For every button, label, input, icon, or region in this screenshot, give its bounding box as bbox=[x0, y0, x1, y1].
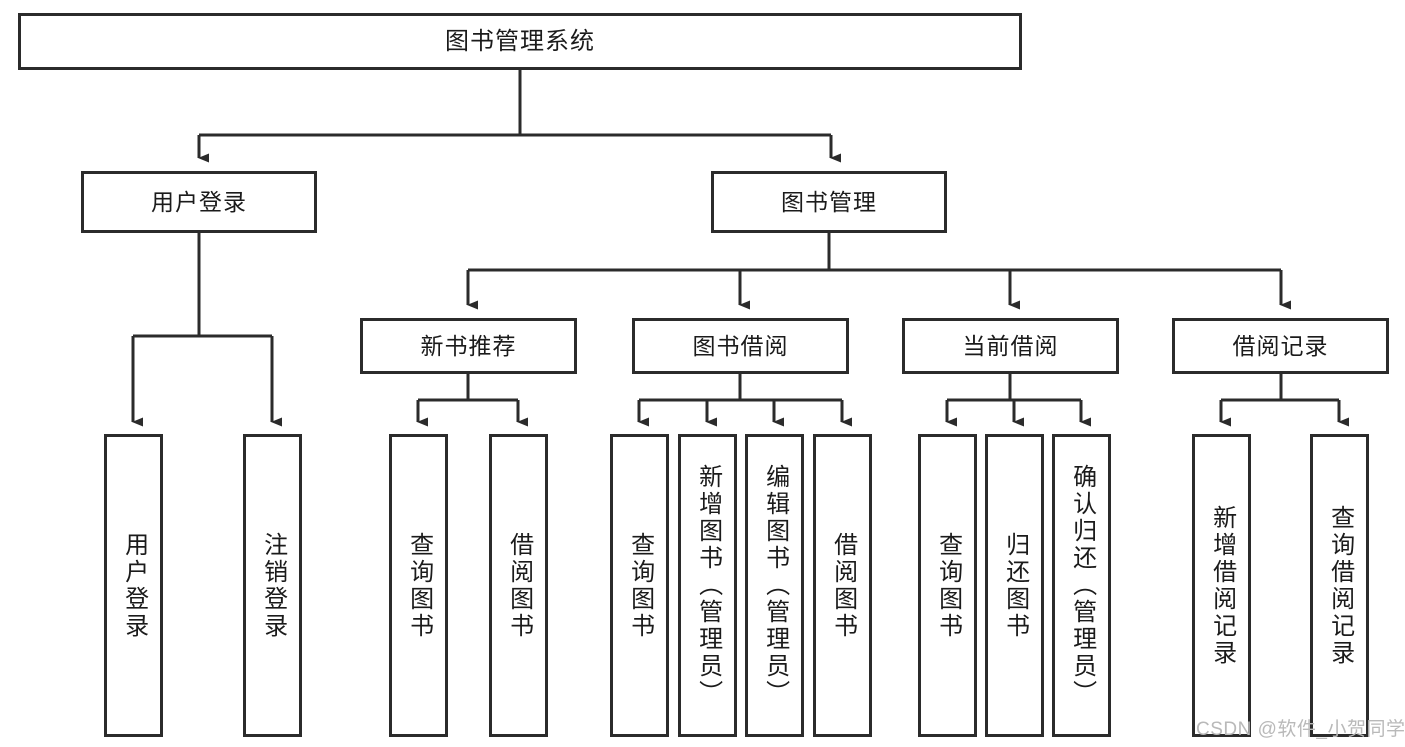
node-leaf-return-book[interactable]: 归还图书 bbox=[985, 434, 1044, 737]
node-leaf-query-record[interactable]: 查询借阅记录 bbox=[1310, 434, 1369, 737]
node-label: 图书管理系统 bbox=[445, 27, 595, 55]
node-leaf-confirm-return[interactable]: 确认归还（管理员） bbox=[1052, 434, 1111, 737]
node-root-book-management-system[interactable]: 图书管理系统 bbox=[18, 13, 1022, 70]
node-label: 注销登录 bbox=[259, 531, 287, 640]
node-label: 借阅图书 bbox=[829, 531, 857, 640]
node-leaf-add-record[interactable]: 新增借阅记录 bbox=[1192, 434, 1251, 737]
node-leaf-edit-book[interactable]: 编辑图书（管理员） bbox=[745, 434, 804, 737]
node-borrow-record[interactable]: 借阅记录 bbox=[1172, 318, 1389, 374]
node-label: 图书管理 bbox=[781, 188, 877, 215]
node-new-book-recommend[interactable]: 新书推荐 bbox=[360, 318, 577, 374]
node-leaf-borrow-book-1[interactable]: 借阅图书 bbox=[489, 434, 548, 737]
node-user-login[interactable]: 用户登录 bbox=[81, 171, 317, 233]
node-label: 查询图书 bbox=[934, 531, 962, 640]
node-label: 用户登录 bbox=[120, 531, 148, 640]
node-label: 归还图书 bbox=[1001, 531, 1029, 640]
node-label: 确认归还（管理员） bbox=[1068, 464, 1096, 707]
node-label: 新书推荐 bbox=[420, 332, 517, 359]
node-leaf-add-book[interactable]: 新增图书（管理员） bbox=[678, 434, 737, 737]
node-leaf-borrow-book-2[interactable]: 借阅图书 bbox=[813, 434, 872, 737]
node-book-borrow[interactable]: 图书借阅 bbox=[632, 318, 849, 374]
node-label: 当前借阅 bbox=[962, 332, 1059, 359]
node-label: 查询图书 bbox=[626, 531, 654, 640]
node-label: 编辑图书（管理员） bbox=[761, 464, 789, 707]
node-leaf-query-book-3[interactable]: 查询图书 bbox=[918, 434, 977, 737]
node-label: 借阅图书 bbox=[505, 531, 533, 640]
node-label: 用户登录 bbox=[151, 188, 247, 215]
node-leaf-query-book-2[interactable]: 查询图书 bbox=[610, 434, 669, 737]
node-current-borrow[interactable]: 当前借阅 bbox=[902, 318, 1119, 374]
node-leaf-user-login[interactable]: 用户登录 bbox=[104, 434, 163, 737]
node-label: 新增图书（管理员） bbox=[694, 464, 722, 707]
csdn-watermark: CSDN @软件_小贺同学 bbox=[1196, 719, 1405, 740]
node-leaf-logout-login[interactable]: 注销登录 bbox=[243, 434, 302, 737]
node-leaf-query-book-1[interactable]: 查询图书 bbox=[389, 434, 448, 737]
node-label: 查询借阅记录 bbox=[1326, 504, 1354, 667]
node-book-management[interactable]: 图书管理 bbox=[711, 171, 947, 233]
node-label: 图书借阅 bbox=[692, 332, 789, 359]
node-label: 查询图书 bbox=[405, 531, 433, 640]
node-label: 新增借阅记录 bbox=[1208, 504, 1236, 667]
node-label: 借阅记录 bbox=[1232, 332, 1329, 359]
